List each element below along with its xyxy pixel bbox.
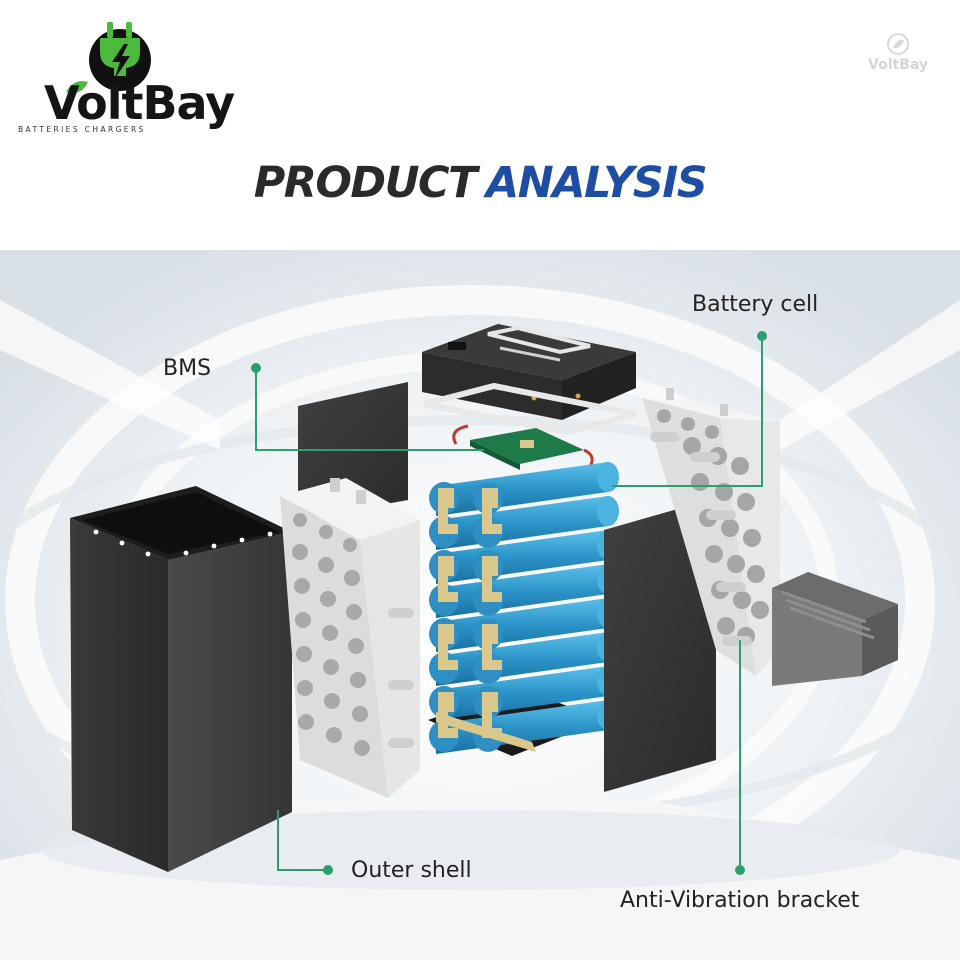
brand-logo-wordmark: VoltBay	[44, 76, 235, 130]
battery-cell-end	[597, 496, 619, 526]
nickel-strip	[482, 488, 502, 534]
gasket-frame	[423, 382, 637, 436]
battery-cell-callout-dot	[757, 331, 767, 341]
battery-cell-pack	[428, 462, 619, 756]
battery-cell-callout-line	[612, 336, 763, 487]
nickel-strip	[482, 692, 502, 738]
nickel-strip	[438, 624, 458, 670]
label-bms: BMS	[163, 356, 212, 381]
battery-cell-end	[597, 462, 619, 492]
title-part-analysis: ANALYSIS	[485, 158, 708, 208]
brand-tagline: BATTERIES CHARGERS	[18, 125, 146, 134]
title-part-product: PRODUCT	[253, 158, 478, 208]
outer-shell-callout-dot	[323, 865, 333, 875]
nickel-strip	[438, 692, 458, 738]
callout-dots	[251, 331, 767, 875]
label-battery-cell: Battery cell	[692, 292, 819, 317]
label-outer-shell: Outer shell	[351, 858, 472, 883]
outer-shell-callout-line	[277, 810, 328, 871]
nickel-strip	[438, 556, 458, 602]
plug-icon	[89, 22, 151, 91]
brand-watermark: VoltBay	[868, 57, 928, 73]
right-bracket	[642, 388, 780, 676]
bms-callout-line	[255, 368, 484, 451]
bms-callout-dot	[251, 363, 261, 373]
outer-shell	[70, 486, 292, 872]
label-anti-vibration-bracket: Anti-Vibration bracket	[620, 888, 860, 913]
leaf-icon	[66, 81, 88, 93]
nickel-strip	[438, 488, 458, 534]
nickel-strip	[482, 624, 502, 670]
right-insulation-plate	[604, 498, 716, 792]
left-bracket	[280, 478, 420, 798]
callout-lines	[255, 336, 763, 871]
watermark-leaf-icon	[887, 33, 909, 55]
anti-vibration-callout-dot	[735, 865, 745, 875]
nickel-strip	[482, 556, 502, 602]
nickel-strip	[436, 712, 536, 752]
bottom-tray	[772, 572, 898, 686]
